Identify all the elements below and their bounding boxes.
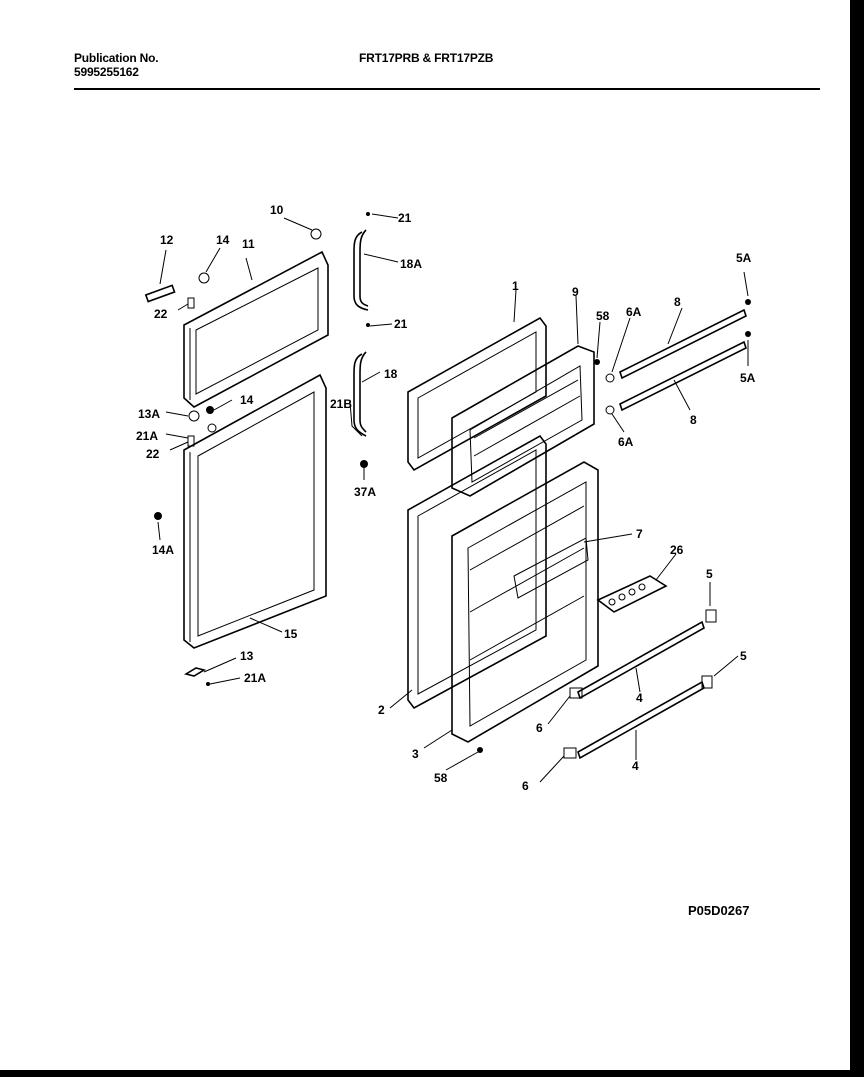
- label-13A: 13A: [138, 407, 160, 421]
- label-4-lower: 4: [632, 759, 639, 773]
- freezer-gasket-11: [183, 250, 329, 408]
- shelf-rail-8-lower: [619, 340, 747, 412]
- label-15: 15: [284, 627, 298, 641]
- label-1: 1: [512, 279, 519, 293]
- label-3: 3: [412, 747, 419, 761]
- label-6A-upper: 6A: [626, 305, 642, 319]
- publication-label: Publication No.: [74, 51, 159, 65]
- freezer-liner-1: [407, 316, 547, 472]
- egg-tray-26: [596, 575, 668, 613]
- page-border-right: [850, 0, 864, 1077]
- fresh-food-liner-2: [407, 434, 547, 710]
- label-10: 10: [270, 203, 284, 217]
- label-26: 26: [670, 543, 684, 557]
- label-21-lower: 21: [394, 317, 408, 331]
- label-21A-lower: 21A: [244, 671, 266, 685]
- label-5-lower: 5: [740, 649, 747, 663]
- label-5A-upper: 5A: [736, 251, 752, 265]
- handle-18: [353, 351, 367, 437]
- label-21A-upper: 21A: [136, 429, 158, 443]
- label-21B: 21B: [330, 397, 352, 411]
- label-8-upper: 8: [674, 295, 681, 309]
- label-12: 12: [160, 233, 174, 247]
- label-18: 18: [384, 367, 398, 381]
- label-6-lower: 6: [522, 779, 529, 793]
- label-14A: 14A: [152, 543, 174, 557]
- leader-lines: [157, 213, 749, 783]
- model-numbers: FRT17PRB & FRT17PZB: [359, 51, 494, 65]
- small-parts: [144, 212, 751, 759]
- label-21-upper: 21: [398, 211, 412, 225]
- fresh-food-door-3: [451, 461, 599, 743]
- publication-number: 5995255162: [74, 65, 139, 79]
- label-58-upper: 58: [596, 309, 610, 323]
- label-6-upper: 6: [536, 721, 543, 735]
- header-rule: [74, 88, 820, 90]
- label-5-upper: 5: [706, 567, 713, 581]
- label-14-upper: 14: [216, 233, 230, 247]
- label-4-upper: 4: [636, 691, 643, 705]
- label-7: 7: [636, 527, 643, 541]
- freezer-door-9: [451, 345, 595, 497]
- label-5A-lower: 5A: [740, 371, 756, 385]
- label-22-lower: 22: [146, 447, 160, 461]
- label-22-upper: 22: [154, 307, 168, 321]
- part-labels: 1 2 3 4 4 5 5 5A 5A 6 6 6A 6A 7 8 8 9 10…: [136, 203, 756, 793]
- label-2: 2: [378, 703, 385, 717]
- label-18A: 18A: [400, 257, 422, 271]
- diagram-code: P05D0267: [688, 903, 750, 918]
- page-border-bottom: [0, 1070, 864, 1077]
- label-9: 9: [572, 285, 579, 299]
- shelf-rail-4-upper: [577, 620, 705, 700]
- label-58-lower: 58: [434, 771, 448, 785]
- handle-18A: [353, 229, 369, 311]
- fresh-food-gasket-15: [183, 373, 327, 649]
- shelf-rail-8-upper: [619, 308, 747, 380]
- label-8-lower: 8: [690, 413, 697, 427]
- label-14-lower: 14: [240, 393, 254, 407]
- label-13: 13: [240, 649, 254, 663]
- label-6A-lower: 6A: [618, 435, 634, 449]
- label-11: 11: [242, 237, 255, 251]
- label-37A: 37A: [354, 485, 376, 499]
